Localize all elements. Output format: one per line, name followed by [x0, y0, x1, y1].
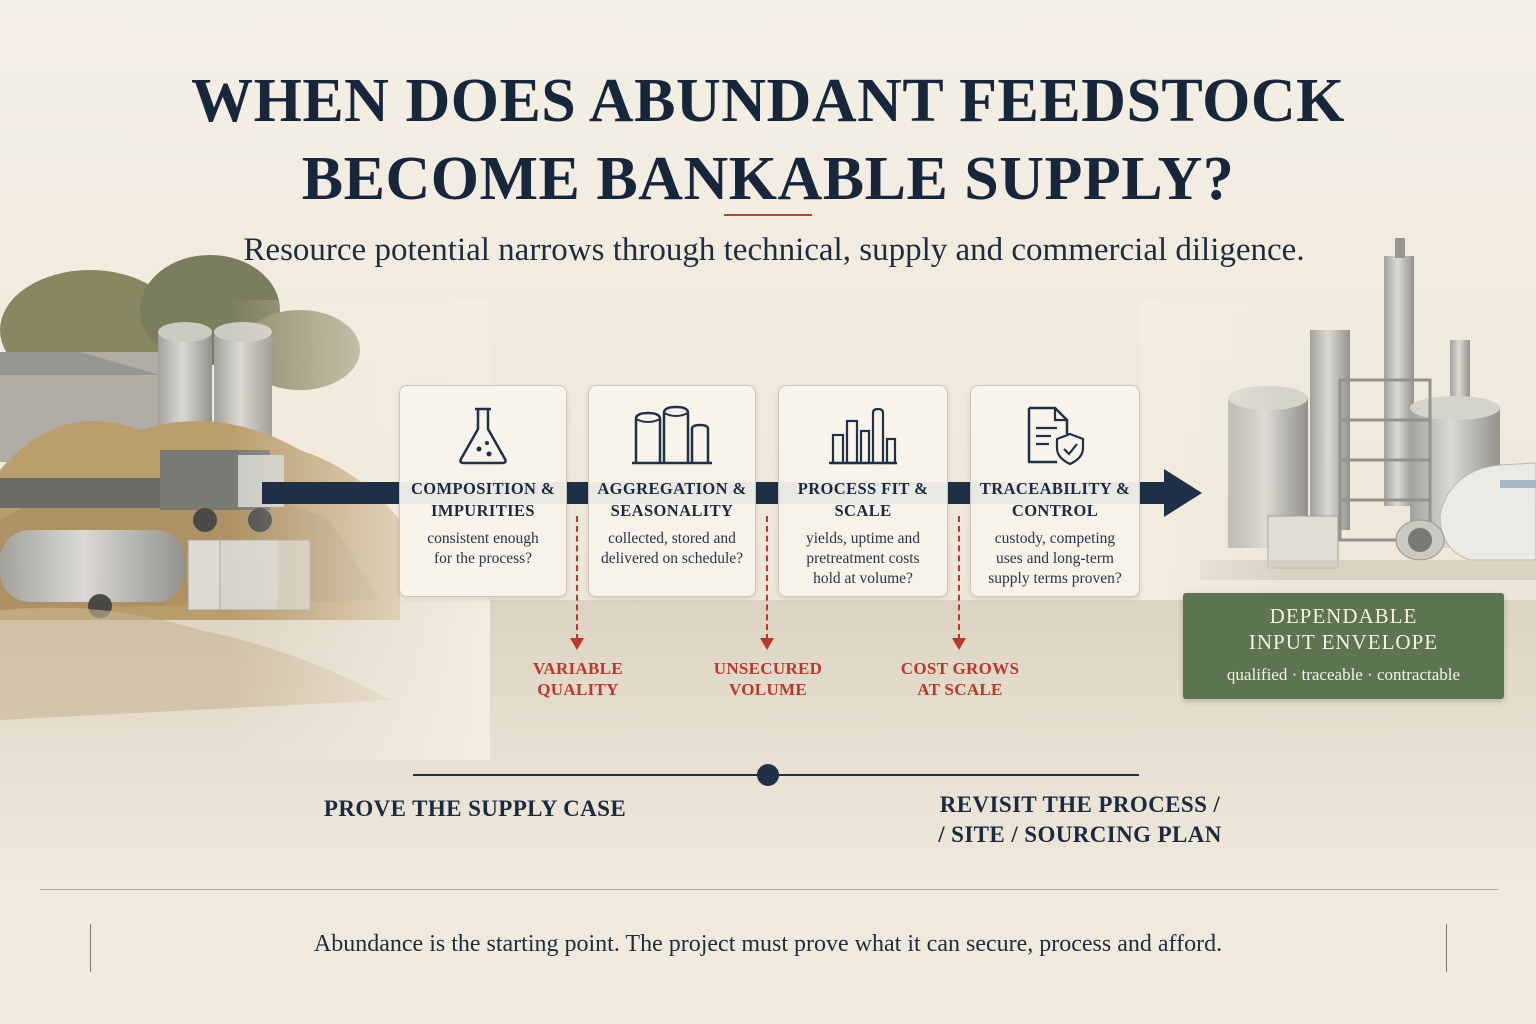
document-shield-icon	[1027, 406, 1085, 466]
decision-point	[757, 764, 779, 786]
footer-divider	[40, 889, 1498, 890]
step-question: yields, uptime and pretreatment costs ho…	[805, 530, 921, 587]
outcome-prove-supply: PROVE THE SUPPLY CASE	[323, 796, 627, 821]
step-question: collected, stored and delivered on sched…	[600, 530, 744, 567]
title-divider	[724, 214, 812, 216]
step-traceability: TRACEABILITY & CONTROL custody, competin…	[970, 385, 1140, 597]
subtitle: Resource potential narrows through techn…	[243, 232, 1305, 268]
risk-arrowhead	[952, 638, 966, 650]
storage-silos-icon	[632, 405, 712, 465]
risk-arrowhead	[760, 638, 774, 650]
title-line-2: BECOME BANKABLE SUPPLY?	[301, 145, 1235, 213]
step-question: consistent enough for the process?	[427, 530, 539, 567]
risk-arrowhead	[570, 638, 584, 650]
envelope-subtitle: qualified · traceable · contractable	[1226, 665, 1461, 684]
risk-cost-grows: COST GROWS AT SCALE	[900, 659, 1020, 699]
step-title: AGGREGATION & SEASONALITY	[597, 479, 747, 520]
risk-unsecured-volume: UNSECURED VOLUME	[713, 659, 823, 699]
footer-tick-left	[90, 924, 91, 972]
step-title: PROCESS FIT & SCALE	[797, 479, 929, 520]
flask-icon	[459, 407, 507, 465]
refinery-airport-scene	[1200, 238, 1536, 580]
risk-variable-quality: VARIABLE QUALITY	[533, 659, 623, 699]
dependable-input-envelope: DEPENDABLE INPUT ENVELOPE qualified · tr…	[1183, 593, 1504, 699]
risk-connector-volume	[766, 516, 768, 640]
flow-arrow-head	[1164, 469, 1202, 517]
page-title: WHEN DOES ABUNDANT FEEDSTOCK BECOME BANK…	[0, 62, 1536, 218]
step-question: custody, competing uses and long-term su…	[988, 530, 1122, 587]
footer-tick-right	[1446, 924, 1447, 972]
step-process-fit: PROCESS FIT & SCALE yields, uptime and p…	[778, 385, 948, 597]
risk-connector-cost	[958, 516, 960, 640]
step-title: COMPOSITION & IMPURITIES	[410, 479, 556, 520]
step-aggregation: AGGREGATION & SEASONALITY collected, sto…	[588, 385, 756, 597]
outcome-revisit-plan: REVISIT THE PROCESS / / SITE / SOURCING …	[938, 792, 1222, 847]
envelope-title: DEPENDABLE INPUT ENVELOPE	[1248, 604, 1439, 654]
step-composition: COMPOSITION & IMPURITIES consistent enou…	[399, 385, 567, 597]
refinery-icon	[829, 407, 897, 465]
step-title: TRACEABILITY & CONTROL	[979, 479, 1131, 520]
footer-statement: Abundance is the starting point. The pro…	[313, 931, 1223, 957]
risk-connector-quality	[576, 516, 578, 640]
title-line-1: WHEN DOES ABUNDANT FEEDSTOCK	[191, 67, 1345, 135]
